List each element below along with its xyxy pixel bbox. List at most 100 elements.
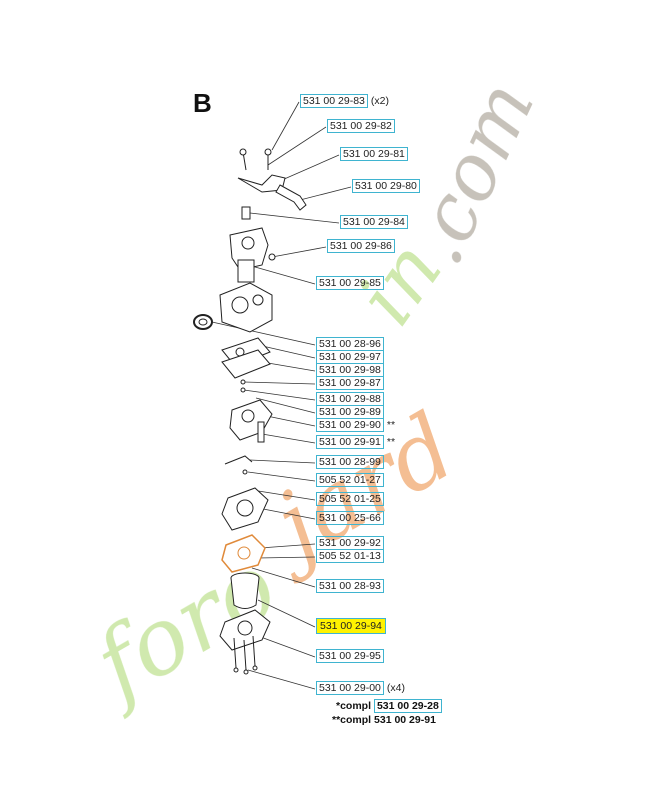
part-number-label: 531 00 29-89 xyxy=(316,405,384,419)
note-compl-single: *compl 531 00 29-28 xyxy=(336,699,442,713)
part-number-suffix: ** xyxy=(386,419,396,431)
seal-inner-part xyxy=(198,318,208,326)
pump-ring-part xyxy=(241,236,255,250)
leader-line xyxy=(249,212,340,224)
bolt-end-part xyxy=(252,665,258,671)
part-number-label: 531 00 29-88 xyxy=(316,392,384,406)
carb-bore-part xyxy=(231,296,249,314)
screw-head-part xyxy=(239,148,247,156)
pin-part xyxy=(240,387,246,393)
pin-part xyxy=(240,379,246,385)
plate-hole-part xyxy=(236,499,254,517)
base-hole-part xyxy=(237,620,253,636)
leader-line xyxy=(251,489,316,501)
plug-part xyxy=(241,206,251,220)
part-number-label: 531 00 29-87 xyxy=(316,376,384,390)
leader-line xyxy=(257,635,316,658)
part-number-label: 531 00 29-00(x4) xyxy=(316,681,405,695)
cup-body-part xyxy=(230,577,260,609)
part-number-label: 531 00 29-86 xyxy=(327,239,395,253)
spring-part xyxy=(242,469,248,475)
part-number-label: 505 52 01-27 xyxy=(316,473,384,487)
part-number-label: 531 00 29-85 xyxy=(316,276,384,290)
leader-line xyxy=(267,126,327,166)
part-number-label: 531 00 29-90** xyxy=(316,418,396,432)
part-number-text: 531 00 29-89 xyxy=(316,405,384,419)
part-number-text: 531 00 29-98 xyxy=(316,363,384,377)
part-number-text: 531 00 29-85 xyxy=(316,276,384,290)
note-prefix: *compl xyxy=(336,700,372,712)
part-number-label: 531 00 29-82 xyxy=(327,119,395,133)
part-number-label: 531 00 29-95 xyxy=(316,649,384,663)
svg-text:.com: .com xyxy=(391,68,553,278)
leader-line xyxy=(259,543,316,549)
part-number-label: 531 00 29-83(x2) xyxy=(300,94,389,108)
leader-line xyxy=(271,246,327,258)
carb-port-part xyxy=(252,294,264,306)
note-number: 531 00 29-28 xyxy=(373,699,442,713)
bolt-part xyxy=(243,639,247,671)
part-number-label: 531 00 28-99 xyxy=(316,455,384,469)
part-number-label: 531 00 28-93 xyxy=(316,579,384,593)
metering-port-part xyxy=(241,409,255,423)
part-number-label: 531 00 29-97 xyxy=(316,350,384,364)
part-number-label: 505 52 01-13 xyxy=(316,549,384,563)
leader-line xyxy=(271,101,300,151)
part-number-suffix: ** xyxy=(386,436,396,448)
part-number-suffix: (x2) xyxy=(370,95,389,107)
part-number-label: 531 00 29-84 xyxy=(340,215,408,229)
part-number-text: 505 52 01-25 xyxy=(316,492,384,506)
gasket-orange-hole-part xyxy=(237,546,251,560)
needle-part xyxy=(275,184,307,211)
leader-line xyxy=(251,567,316,588)
screw-head-part xyxy=(264,148,272,156)
part-number-text: 531 00 29-88 xyxy=(316,392,384,406)
part-number-label: 531 00 25-66 xyxy=(316,511,384,525)
leader-lines xyxy=(211,101,352,690)
part-number-text: 531 00 29-95 xyxy=(316,649,384,663)
part-number-text: 531 00 29-90 xyxy=(316,418,384,432)
part-number-text: 531 00 29-00 xyxy=(316,681,384,695)
note-number: 531 00 29-91 xyxy=(374,714,436,726)
leader-line xyxy=(249,459,316,464)
part-number-text: 531 00 29-87 xyxy=(316,376,384,390)
part-number-label: 531 00 29-91** xyxy=(316,435,396,449)
part-number-text: 505 52 01-27 xyxy=(316,473,384,487)
part-number-text: 531 00 29-92 xyxy=(316,536,384,550)
part-number-text: 531 00 29-83 xyxy=(300,94,368,108)
leader-line xyxy=(243,389,316,401)
leader-line xyxy=(247,669,316,690)
leader-line xyxy=(243,381,316,385)
note-prefix: **compl xyxy=(332,714,372,726)
leader-line xyxy=(257,344,316,359)
bolt-end-part xyxy=(233,667,239,673)
leader-line xyxy=(299,186,352,201)
pump-nozzle-part xyxy=(237,259,255,283)
part-number-text: 531 00 28-99 xyxy=(316,455,384,469)
part-number-text: 531 00 29-91 xyxy=(316,435,384,449)
part-number-text: 531 00 25-66 xyxy=(316,511,384,525)
o-ring-part xyxy=(268,253,276,261)
part-number-text: 531 00 29-84 xyxy=(340,215,408,229)
part-number-suffix: (x4) xyxy=(386,682,405,694)
part-number-text: 531 00 29-82 xyxy=(327,119,395,133)
bolt-part xyxy=(233,637,237,669)
leader-line xyxy=(255,397,316,414)
leader-line xyxy=(257,507,316,520)
part-number-label: 505 52 01-25 xyxy=(316,492,384,506)
part-number-text: 505 52 01-13 xyxy=(316,549,384,563)
diaphragm-part xyxy=(221,349,271,379)
part-number-text: 531 00 29-97 xyxy=(316,350,384,364)
part-number-label: 531 00 29-94 xyxy=(316,618,386,634)
leader-line xyxy=(211,321,316,346)
leader-line xyxy=(261,433,316,444)
leader-line xyxy=(261,361,316,372)
part-number-text: 531 00 29-86 xyxy=(327,239,395,253)
leader-line xyxy=(247,471,316,482)
part-number-label: 531 00 29-81 xyxy=(340,147,408,161)
leader-line xyxy=(281,154,340,181)
part-number-text: 531 00 28-96 xyxy=(316,337,384,351)
part-number-text: 531 00 29-81 xyxy=(340,147,408,161)
